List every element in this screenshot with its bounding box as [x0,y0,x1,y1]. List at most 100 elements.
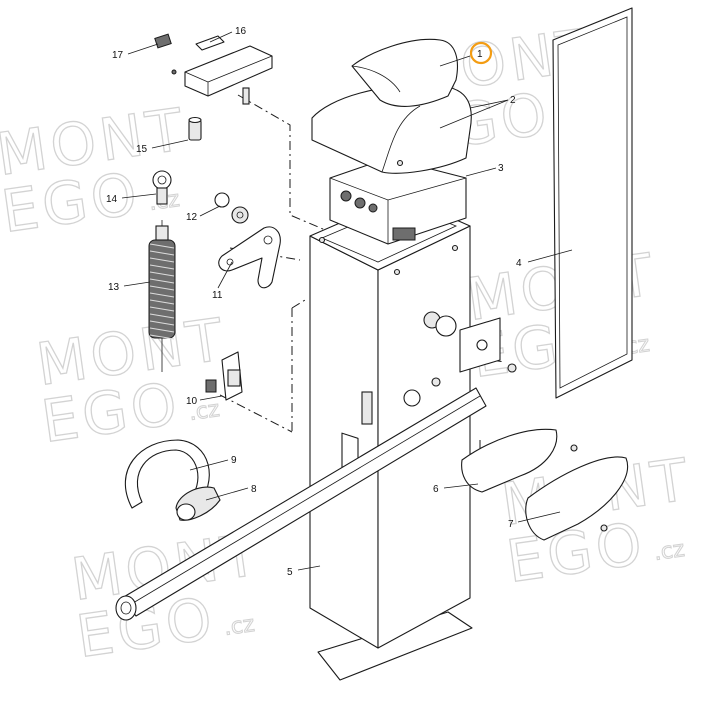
leader-9 [189,459,229,471]
connector-plate [195,35,225,51]
guide-line-clamp [219,394,293,433]
washer-outer [214,192,230,208]
callout-13[interactable]: 13 [108,282,120,293]
callout-15[interactable]: 15 [136,144,148,155]
callout-14[interactable]: 14 [106,194,118,205]
rod-end-hole [157,175,167,185]
control-box-connector [340,190,352,202]
door-panel-outer [552,7,633,399]
leader-14 [121,193,157,199]
leader-6 [443,483,479,489]
leader-3 [465,167,497,177]
part-16-bracket [154,33,273,105]
spring-coil-line [149,292,175,298]
profile-screw [570,444,578,452]
spring-coil-line [149,264,175,270]
clamp-nut [205,379,217,393]
callout-10[interactable]: 10 [186,396,198,407]
bracket-edge [184,71,209,83]
spring-top-cap [155,225,169,241]
spring-coil-line [149,320,175,326]
callout-labels: 1 2 3 4 5 6 7 8 9 10 11 12 13 14 15 16 1… [106,26,522,578]
cabinet-hole [403,389,421,407]
boom-arm-end-hole [120,601,132,615]
rod-end-shank [156,187,168,205]
hood-lower-shell [311,84,472,174]
spring-coil-line [149,271,175,277]
callout-17[interactable]: 17 [112,50,124,61]
guide-line-lever [229,247,301,261]
watermark-suffix: .cz [222,612,256,641]
callout-9[interactable]: 9 [231,455,237,466]
part-6-profile [461,428,578,493]
part-8-cap [175,486,221,521]
leader-2b [439,99,509,129]
top-cover-body [351,38,458,107]
leader-1 [439,55,471,67]
callout-1[interactable]: 1 [477,49,483,60]
leader-8 [205,487,249,501]
callout-12[interactable]: 12 [186,212,198,223]
cabinet-shaft-ring [435,315,457,337]
leader-17 [127,43,159,55]
callout-11[interactable]: 11 [212,290,223,301]
stud-top [188,116,202,124]
part-12-washers [214,192,249,224]
clamp-bolt [227,369,241,387]
spring-coil-line [149,334,175,340]
leader-11 [217,261,233,289]
boom-arm-ridge [127,395,481,607]
part-1-top-cover [351,38,458,107]
callout-6[interactable]: 6 [433,484,439,495]
callout-16[interactable]: 16 [235,26,247,37]
cabinet-latch [361,391,373,425]
washer-hole [236,211,244,219]
leader-10 [199,395,223,401]
watermark-top-left: MONT EGO .cz [0,94,191,246]
leader-2a [469,99,509,109]
callout-5[interactable]: 5 [287,567,293,578]
guide-line-spring-top [291,299,306,309]
part-17-connector [154,33,172,49]
spring-coil-lines [149,243,175,340]
leader-5 [297,565,321,571]
spring-coil-line [149,306,175,312]
part-11-lever [218,226,281,289]
spring-coil-line [149,243,175,249]
rod-end-eye [152,170,172,190]
control-box-connector [368,203,378,213]
bracket-block [184,45,273,97]
cap-end [176,503,196,521]
cabinet-screw [431,377,441,387]
lever-body [218,226,281,289]
cabinet-screw [451,244,459,252]
part-13-spring [148,220,176,372]
top-cover-crease [351,65,401,93]
spring-coil-line [149,285,175,291]
cabinet-screw [393,268,401,276]
callout-leaders [121,31,573,571]
callout-7[interactable]: 7 [508,519,514,530]
leader-4 [527,249,573,263]
callout-2[interactable]: 2 [510,95,516,106]
watermark-suffix: .cz [187,397,221,426]
leader-16 [209,31,233,43]
leader-15 [151,139,189,149]
callout-8[interactable]: 8 [251,484,257,495]
motor-plate-hole [476,339,488,351]
bracket-bolt [242,87,250,105]
boom-arm [115,387,487,621]
callout-3[interactable]: 3 [498,163,504,174]
watermark-mid-left: MONT EGO .cz [32,304,231,456]
part-7-end-cover [525,456,629,541]
callout-4[interactable]: 4 [516,258,522,269]
callout-1-highlight-ring[interactable] [469,41,493,65]
spring-coil-line [149,299,175,305]
spring-coil-line [149,313,175,319]
bracket-edge [207,55,273,83]
spring-coil-line [149,278,175,284]
end-cover-body [525,456,629,541]
spring-coil-line [149,250,175,256]
